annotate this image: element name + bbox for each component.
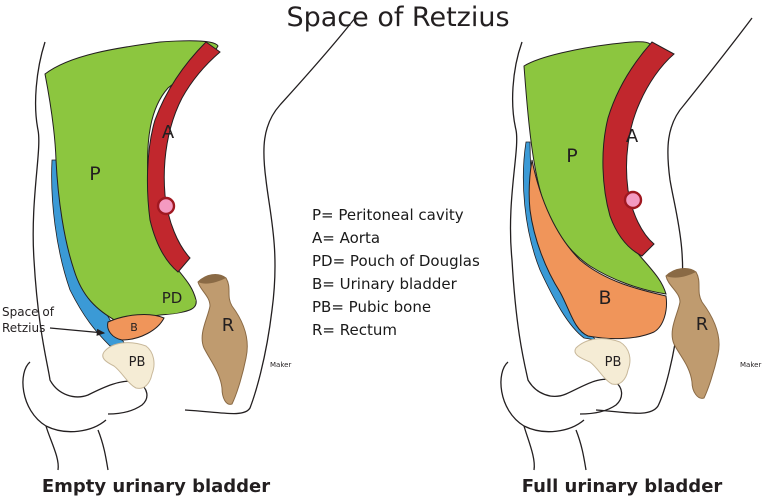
legend-item-aorta: A= Aorta xyxy=(312,229,381,247)
left-label-pd: PD xyxy=(162,289,183,307)
left-peritoneal-cavity xyxy=(44,40,219,323)
right-label-maker: Maker xyxy=(740,361,761,369)
legend-item-pubic-bone: PB= Pubic bone xyxy=(312,298,432,316)
left-pouch-of-douglas xyxy=(150,292,196,314)
right-panel: P A B PB R Maker Full urinary bladder xyxy=(500,17,761,497)
right-rectum-opening xyxy=(666,268,696,278)
right-aorta xyxy=(602,41,675,257)
left-back-outline xyxy=(184,17,356,415)
retzius-callout-arrow xyxy=(49,327,106,336)
left-label-b: B xyxy=(130,321,138,334)
left-leg-outline xyxy=(45,425,109,471)
left-label-a: A xyxy=(162,122,175,143)
right-label-r: R xyxy=(696,314,709,335)
right-label-b: B xyxy=(598,287,611,309)
left-label-r: R xyxy=(222,315,235,336)
legend-item-rectum: R= Rectum xyxy=(312,321,397,339)
retzius-callout-line2: Retzius xyxy=(2,321,45,335)
left-pubic-bone xyxy=(102,342,155,389)
left-rectum xyxy=(197,274,248,405)
left-panel: P A PD B PB R Maker Space of Retzius Emp… xyxy=(2,17,356,497)
page-title: Space of Retzius xyxy=(286,2,509,33)
retzius-callout-line1: Space of xyxy=(2,305,55,319)
legend: P= Peritoneal cavity A= Aorta PD= Pouch … xyxy=(312,204,480,342)
legend-item-bladder: B= Urinary bladder xyxy=(312,275,457,293)
left-label-maker: Maker xyxy=(270,361,291,369)
left-body-outline xyxy=(22,41,148,433)
left-rectum-opening xyxy=(198,274,226,284)
left-label-pb: PB xyxy=(129,355,146,370)
legend-item-peritoneal: P= Peritoneal cavity xyxy=(312,206,464,224)
right-rectum xyxy=(665,268,720,399)
right-back-outline xyxy=(595,17,753,414)
right-caption: Full urinary bladder xyxy=(522,476,723,497)
left-bladder xyxy=(107,314,165,341)
right-leg-outline xyxy=(523,425,587,471)
left-label-p: P xyxy=(89,163,100,185)
left-caption: Empty urinary bladder xyxy=(42,476,270,497)
right-body-outline xyxy=(500,41,623,433)
right-label-a: A xyxy=(626,126,639,147)
right-bladder xyxy=(528,159,667,340)
right-aorta-dot xyxy=(623,190,643,210)
right-pubic-bone xyxy=(574,338,631,385)
right-label-p: P xyxy=(566,145,577,167)
left-aorta-dot xyxy=(156,196,176,216)
legend-item-pouch: PD= Pouch of Douglas xyxy=(312,252,480,270)
right-label-pb: PB xyxy=(605,355,622,370)
